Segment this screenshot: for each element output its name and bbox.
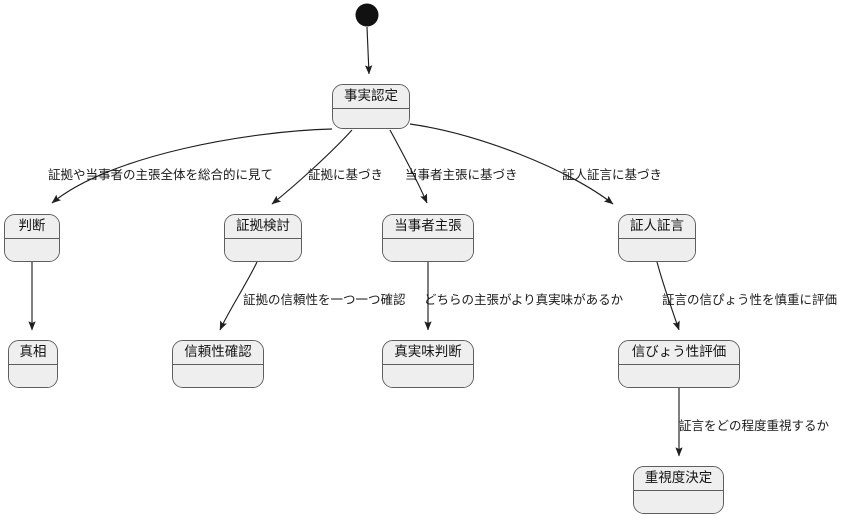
state-node-title: 証拠検討 [225,215,301,239]
edge-fact-to-claim [389,129,428,204]
state-node-title: 信頼性確認 [173,341,263,365]
start-node [355,3,379,27]
state-node-body [383,238,473,261]
state-node-title: 事実認定 [333,85,409,109]
edge-label-e-cred-weight: 証言をどの程度重視するか [679,419,830,433]
state-node-weight[interactable]: 重視度決定 [633,466,724,514]
state-node-title: 重視度決定 [634,467,723,491]
state-node-veracity[interactable]: 真実味判断 [382,340,474,388]
edge-evidence-to-reliability [219,261,258,331]
state-node-body [383,364,473,387]
edge-label-e-evid-rel: 証拠の信頼性を一つ一つ確認 [243,293,406,307]
edge-label-e-fact-judg: 証拠や当事者の主張全体を総合的に見て [48,168,274,182]
edge-label-e-test-cred: 証言の信ぴょう性を慎重に評価 [662,293,838,307]
edge-fact-to-judgment [51,128,333,204]
state-node-title: 証人証言 [619,215,695,239]
edge-start-to-fact [364,26,373,75]
state-node-title: 真相 [9,341,57,365]
state-node-body [225,238,301,261]
state-node-body [619,238,695,261]
edge-label-e-claim-ver: どちらの主張がより真実味があるか [424,293,624,307]
edge-fact-to-testimony [409,123,614,205]
state-node-evidence[interactable]: 証拠検討 [224,214,302,262]
edge-label-e-fact-test: 証人証言に基づき [562,168,663,182]
state-node-body [634,490,723,513]
state-node-title: 真実味判断 [383,341,473,365]
state-node-fact[interactable]: 事実認定 [332,84,410,129]
state-node-truth[interactable]: 真相 [8,340,58,388]
state-node-judgment[interactable]: 判断 [4,214,60,262]
edge-label-e-fact-evid: 証拠に基づき [308,168,384,182]
state-node-body [5,238,59,261]
state-node-body [333,108,409,128]
state-node-body [173,364,263,387]
state-node-title: 信びょう性評価 [619,341,739,365]
state-node-claim[interactable]: 当事者主張 [382,214,474,262]
state-node-body [619,364,739,387]
state-node-body [9,364,57,387]
state-node-title: 当事者主張 [383,215,473,239]
edge-testimony-to-credibility [656,261,680,331]
edge-label-e-fact-claim: 当事者主張に基づき [405,168,518,182]
edge-fact-to-evidence [271,129,353,205]
state-node-testimony[interactable]: 証人証言 [618,214,696,262]
state-node-reliability[interactable]: 信頼性確認 [172,340,264,388]
state-node-title: 判断 [5,215,59,239]
state-node-credibility[interactable]: 信びょう性評価 [618,340,740,388]
